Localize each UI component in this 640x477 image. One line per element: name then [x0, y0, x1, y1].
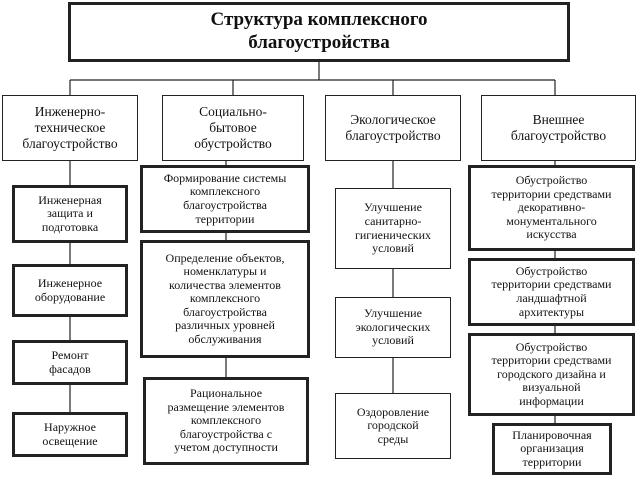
- diagram-title: Структура комплексного благоустройства: [68, 2, 570, 62]
- heading-ecological: Экологическое благоустройство: [325, 95, 461, 161]
- item-object-definition: Определение объектов, номенклатуры и кол…: [140, 240, 310, 358]
- item-system-formation: Формирование системы комплексного благоу…: [140, 165, 310, 233]
- heading-external: Внешнее благоустройство: [481, 95, 636, 161]
- item-decorative-art: Обустройство территории средствами декор…: [468, 165, 635, 251]
- item-engineering-equipment: Инженерное оборудование: [12, 264, 128, 317]
- heading-engineering: Инженерно- техническое благоустройство: [2, 95, 138, 161]
- item-planning-organization: Планировочная организация территории: [492, 423, 612, 475]
- item-sanitary-improvement: Улучшение санитарно- гигиенических услов…: [335, 188, 451, 269]
- item-landscape-architecture: Обустройство территории средствами ландш…: [468, 258, 635, 326]
- item-urban-recovery: Оздоровление городской среды: [335, 393, 451, 459]
- item-urban-design: Обустройство территории средствами город…: [468, 333, 635, 416]
- heading-social: Социально- бытовое обустройство: [162, 95, 304, 161]
- item-facade-repair: Ремонт фасадов: [12, 340, 128, 385]
- item-outdoor-lighting: Наружное освещение: [12, 412, 128, 457]
- item-rational-placement: Рациональное размещение элементов компле…: [143, 377, 309, 465]
- item-ecological-improvement: Улучшение экологических условий: [335, 297, 451, 358]
- item-engineering-protection: Инженерная защита и подготовка: [12, 185, 128, 243]
